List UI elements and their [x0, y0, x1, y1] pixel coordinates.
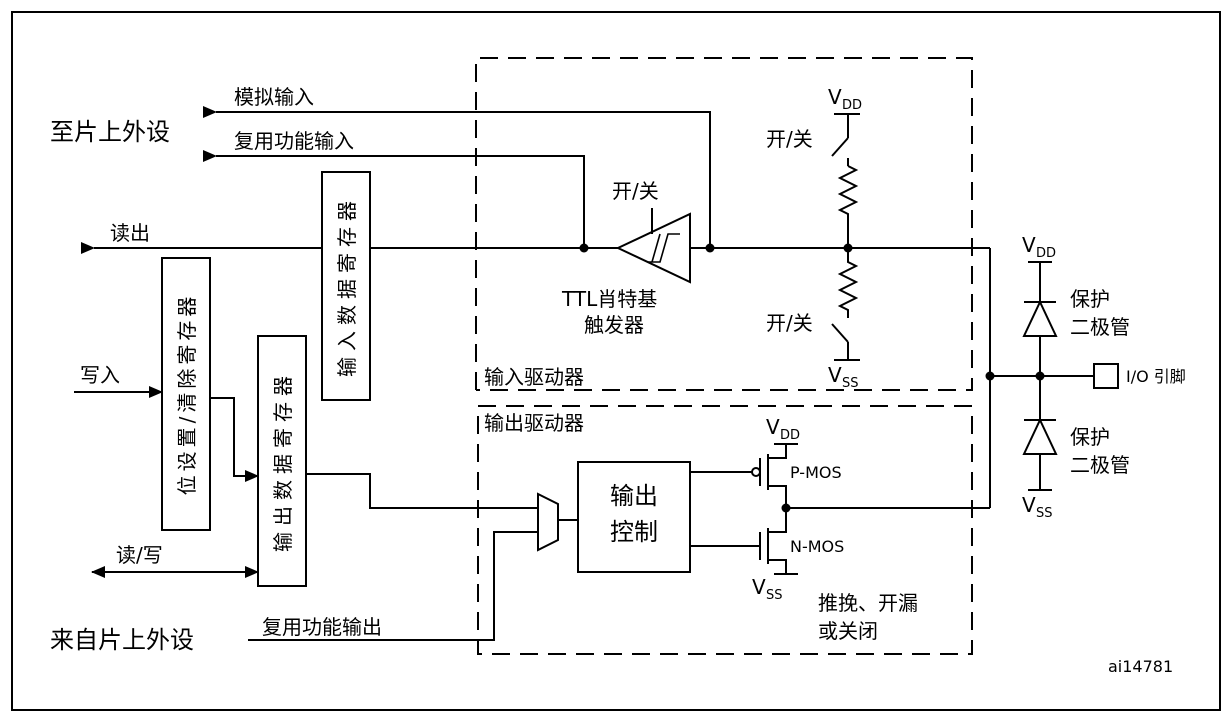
- vdd-protect-label: V: [1022, 233, 1036, 257]
- protection-diode-top: V DD 保护 二极管: [1022, 233, 1130, 376]
- alt-func-input-signal: 复用功能输入: [203, 129, 585, 248]
- svg-text:SS: SS: [842, 376, 859, 391]
- svg-text:DD: DD: [842, 98, 862, 113]
- output-driver-region: [477, 405, 973, 655]
- output-drain-node: [781, 503, 990, 513]
- ttl-schmitt-label-2: 触发器: [584, 313, 644, 337]
- protection-diode-bottom: V SS 保护 二极管: [1022, 376, 1130, 521]
- vdd-pmos-label: V: [766, 415, 780, 439]
- svg-text:SS: SS: [1036, 506, 1053, 521]
- bit-set-reset-register-label: 位设置/清除寄存器: [175, 293, 199, 496]
- protect-diode-bottom-label-2: 二极管: [1070, 453, 1130, 477]
- protect-diode-bottom-label-1: 保护: [1070, 425, 1110, 449]
- input-bus: [370, 243, 991, 508]
- diagram-frame: [11, 11, 1221, 711]
- input-data-register: 输入数据寄存器: [321, 171, 371, 401]
- ttl-schmitt-trigger: 开/关 TTL肖特基 触发器: [561, 179, 691, 337]
- alt-func-input-label: 复用功能输入: [234, 129, 354, 153]
- output-control-label-1: 输出: [610, 482, 658, 510]
- analog-input-label: 模拟输入: [234, 85, 314, 109]
- input-driver-region: [475, 57, 973, 391]
- trigger-on-off-label: 开/关: [612, 179, 659, 203]
- p-mos-transistor: V DD P-MOS: [690, 415, 842, 508]
- vss-pulldown-label: V: [828, 363, 842, 387]
- pulldown-on-off-label: 开/关: [766, 311, 813, 335]
- output-control-block: 输出 控制: [577, 461, 691, 573]
- n-mos-transistor: V SS N-MOS: [690, 508, 844, 603]
- svg-text:SS: SS: [766, 588, 783, 603]
- analog-input-signal: 模拟输入: [203, 85, 711, 248]
- input-data-register-label: 输入数据寄存器: [335, 195, 359, 377]
- nmos-label: N-MOS: [790, 537, 844, 556]
- output-driver-label: 输出驱动器: [484, 411, 584, 435]
- io-pin-label: I/O 引脚: [1126, 367, 1186, 386]
- protect-diode-top-label-1: 保护: [1070, 287, 1110, 311]
- pullup-on-off-label: 开/关: [766, 127, 813, 151]
- vss-nmos-label: V: [752, 575, 766, 599]
- svg-text:DD: DD: [780, 428, 800, 443]
- odr-to-mux-link: [306, 473, 538, 509]
- bit-set-reset-register: 位设置/清除寄存器: [161, 257, 211, 531]
- io-pin: I/O 引脚: [1093, 363, 1186, 389]
- alt-func-output-label: 复用功能输出: [262, 615, 382, 639]
- output-mode-label-1: 推挽、开漏: [818, 591, 918, 615]
- to-onchip-peripheral-label: 至片上外设: [50, 118, 170, 146]
- pull-down-resistor: 开/关 V SS: [766, 248, 860, 391]
- read-out-label: 读出: [110, 221, 150, 245]
- read-write-label: 读/写: [116, 543, 163, 567]
- alt-func-output-signal: 复用功能输出: [248, 531, 538, 641]
- svg-text:DD: DD: [1036, 246, 1056, 261]
- from-onchip-peripheral-label: 来自片上外设: [50, 626, 194, 654]
- vdd-pullup-label: V: [828, 85, 842, 109]
- output-data-register: 输出数据寄存器: [257, 335, 307, 587]
- read-out-signal: 读出: [81, 221, 322, 254]
- write-in-label: 写入: [80, 363, 120, 387]
- write-in-signal: 写入: [74, 363, 163, 398]
- protect-diode-top-label-2: 二极管: [1070, 315, 1130, 339]
- output-mode-label-2: 或关闭: [818, 619, 878, 643]
- output-data-register-label: 输出数据寄存器: [271, 370, 295, 552]
- figure-id-label: ai14781: [1108, 657, 1173, 676]
- output-control-label-2: 控制: [610, 518, 658, 546]
- pmos-label: P-MOS: [790, 463, 842, 482]
- input-driver-label: 输入驱动器: [484, 365, 584, 389]
- vss-protect-label: V: [1022, 493, 1036, 517]
- io-node: [985, 371, 1094, 381]
- output-multiplexer: [537, 492, 559, 552]
- read-write-signal: 读/写: [91, 543, 259, 578]
- ttl-schmitt-label-1: TTL肖特基: [561, 287, 657, 311]
- bsrr-to-odr-link: [210, 397, 259, 482]
- pull-up-resistor: V DD 开/关: [766, 85, 862, 248]
